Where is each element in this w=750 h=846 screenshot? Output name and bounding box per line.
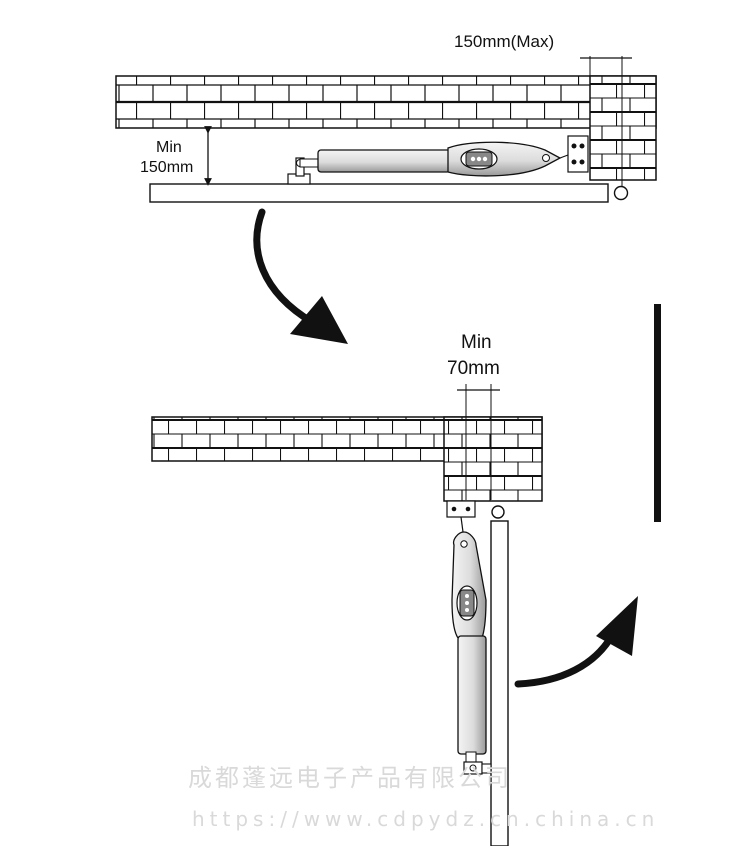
watermark-company: 成都蓬远电子产品有限公司 [188,764,512,792]
top-pillar [589,75,657,181]
bottom-view: Min 70mm [151,332,543,846]
top-gate-hinge [613,185,629,201]
top-view: Min 150mm 150mm(Max) [115,32,657,203]
arrow-top-to-bottom [253,208,348,344]
max-150-label: 150mm(Max) [454,32,554,51]
bottom-gate-hinge [491,505,505,519]
bottom-pillar [443,416,543,502]
bottom-actuator [446,500,492,775]
min-70-label-line2: 70mm [447,358,500,379]
min-70-label-line1: Min [461,332,492,353]
right-bar [654,304,661,522]
top-wall [115,75,657,129]
watermark-url: https://www.cdpydz.cn.china.cn [192,807,659,831]
min-150-label-line2: 150mm [140,159,193,176]
top-gate-leaf [149,183,609,203]
bottom-gate-leaf [490,520,509,846]
top-actuator [287,135,589,185]
min-150-label-line1: Min [156,139,182,156]
arrow-opening [514,596,638,688]
